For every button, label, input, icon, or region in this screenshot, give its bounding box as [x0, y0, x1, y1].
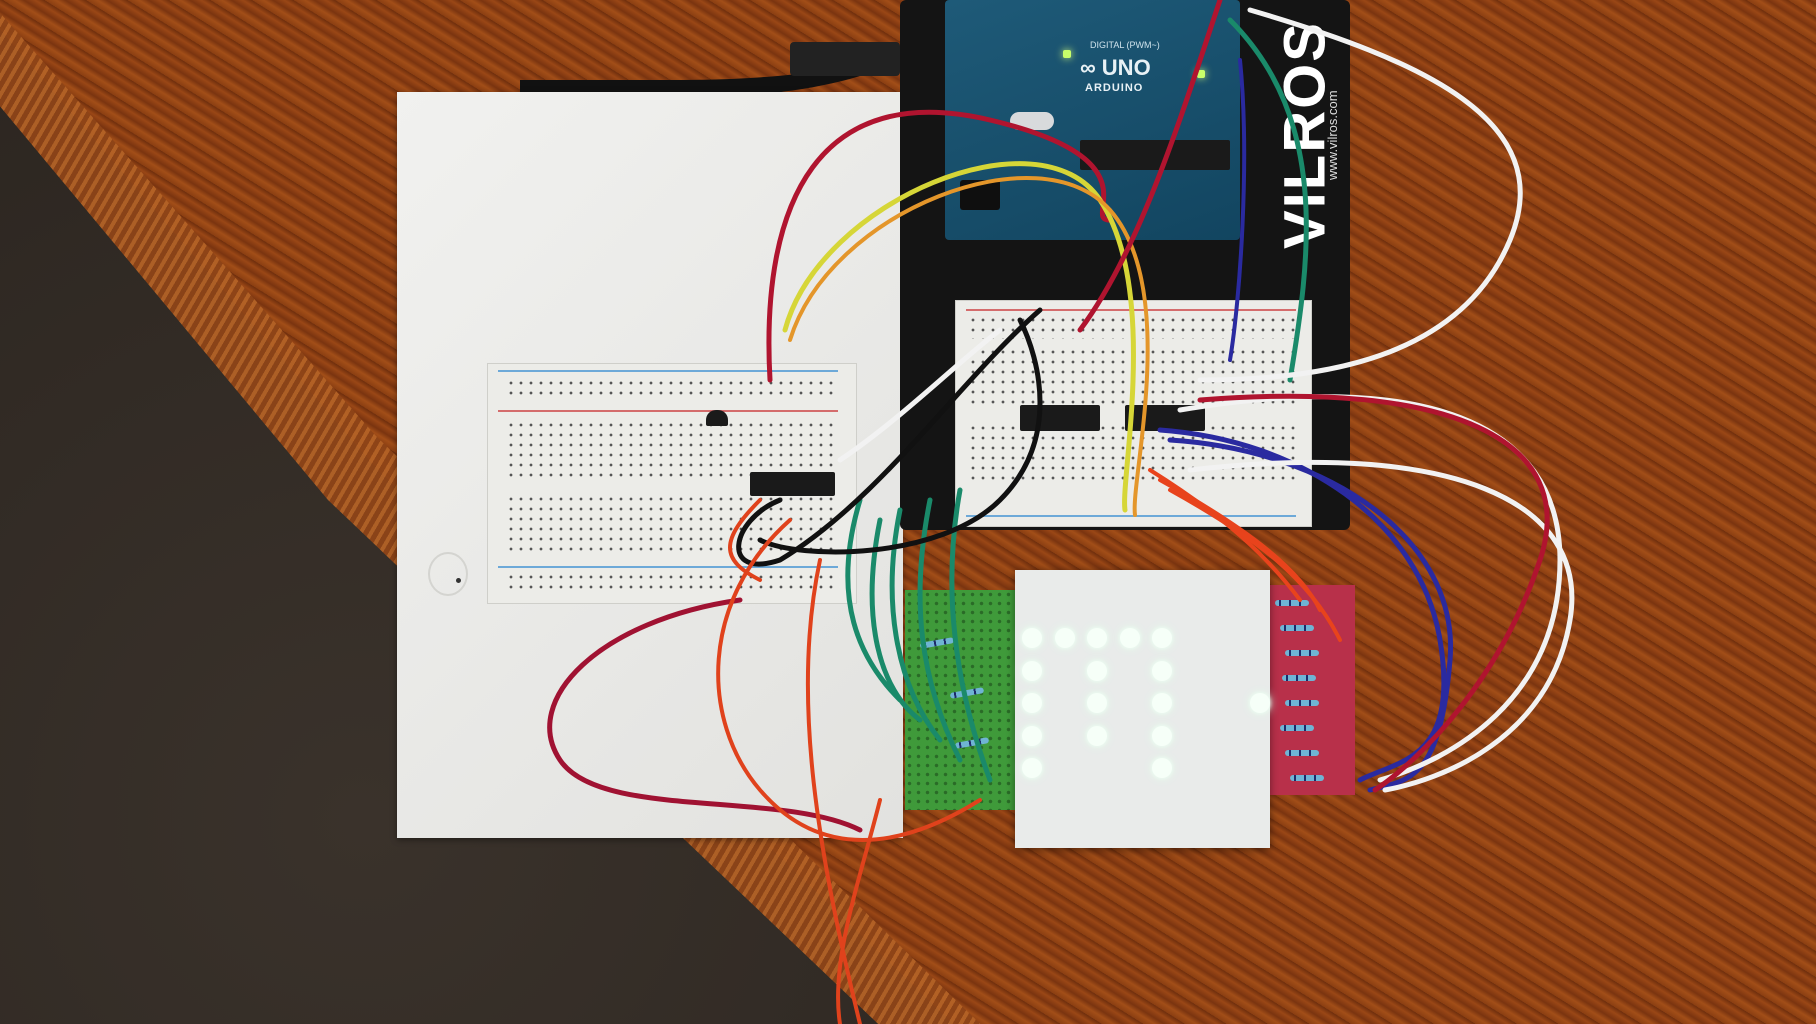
lit-led	[1152, 693, 1172, 713]
lit-led	[1152, 758, 1172, 778]
status-led	[1197, 70, 1205, 78]
shift-register-chip-1	[1020, 405, 1100, 431]
transistor	[706, 410, 728, 426]
lit-led	[1054, 628, 1075, 648]
resistor	[1285, 750, 1319, 756]
rail-holes	[506, 378, 836, 400]
power-rail-blue	[498, 566, 838, 568]
vilros-url-text: www.vilros.com	[1325, 90, 1340, 180]
power-rail-red	[966, 309, 1296, 311]
atmega-chip	[1080, 140, 1230, 170]
lit-led	[1087, 628, 1107, 648]
usb-plug	[790, 42, 900, 76]
lit-led	[1152, 628, 1172, 648]
crystal-oscillator	[1010, 112, 1054, 130]
lit-led	[1087, 725, 1107, 746]
resistor	[1275, 600, 1309, 606]
red-protoboard	[1265, 585, 1355, 795]
lit-led	[1022, 660, 1042, 681]
lit-led	[1249, 693, 1270, 713]
nail-hole	[456, 578, 461, 583]
lit-led	[1087, 660, 1107, 681]
terminal-holes-top	[506, 420, 836, 480]
lit-led	[1119, 628, 1140, 648]
power-jack	[960, 180, 1000, 210]
digital-pins-label: DIGITAL (PWM~)	[1090, 40, 1160, 50]
lit-led	[1022, 758, 1042, 778]
lit-led	[1022, 628, 1042, 648]
lit-led	[1087, 693, 1107, 713]
lit-led	[1022, 725, 1042, 746]
shift-register-chip-2	[1125, 405, 1205, 431]
power-led	[1063, 50, 1071, 58]
wood-knot	[428, 552, 468, 596]
resistor	[1285, 700, 1319, 706]
terminal-holes-top	[968, 347, 1298, 407]
power-rail-blue	[966, 515, 1296, 517]
lit-led	[1152, 660, 1172, 681]
power-rail-red	[498, 410, 838, 412]
rail-holes	[506, 572, 836, 594]
power-rail-blue	[498, 370, 838, 372]
arduino-name: ARDUINO	[1085, 82, 1144, 94]
resistor	[1280, 625, 1314, 631]
resistor	[1285, 650, 1319, 656]
lit-led	[1152, 725, 1172, 746]
resistor	[1280, 725, 1314, 731]
terminal-holes-bottom	[506, 494, 836, 554]
resistor	[1290, 775, 1324, 781]
resistor	[1282, 675, 1316, 681]
lit-led	[1022, 693, 1042, 713]
green-protoboard	[905, 590, 1020, 810]
ic-chip-left	[750, 472, 835, 496]
terminal-holes-bottom	[968, 423, 1298, 483]
led-matrix-diffuser	[1015, 570, 1270, 848]
rail-holes	[968, 315, 1298, 339]
